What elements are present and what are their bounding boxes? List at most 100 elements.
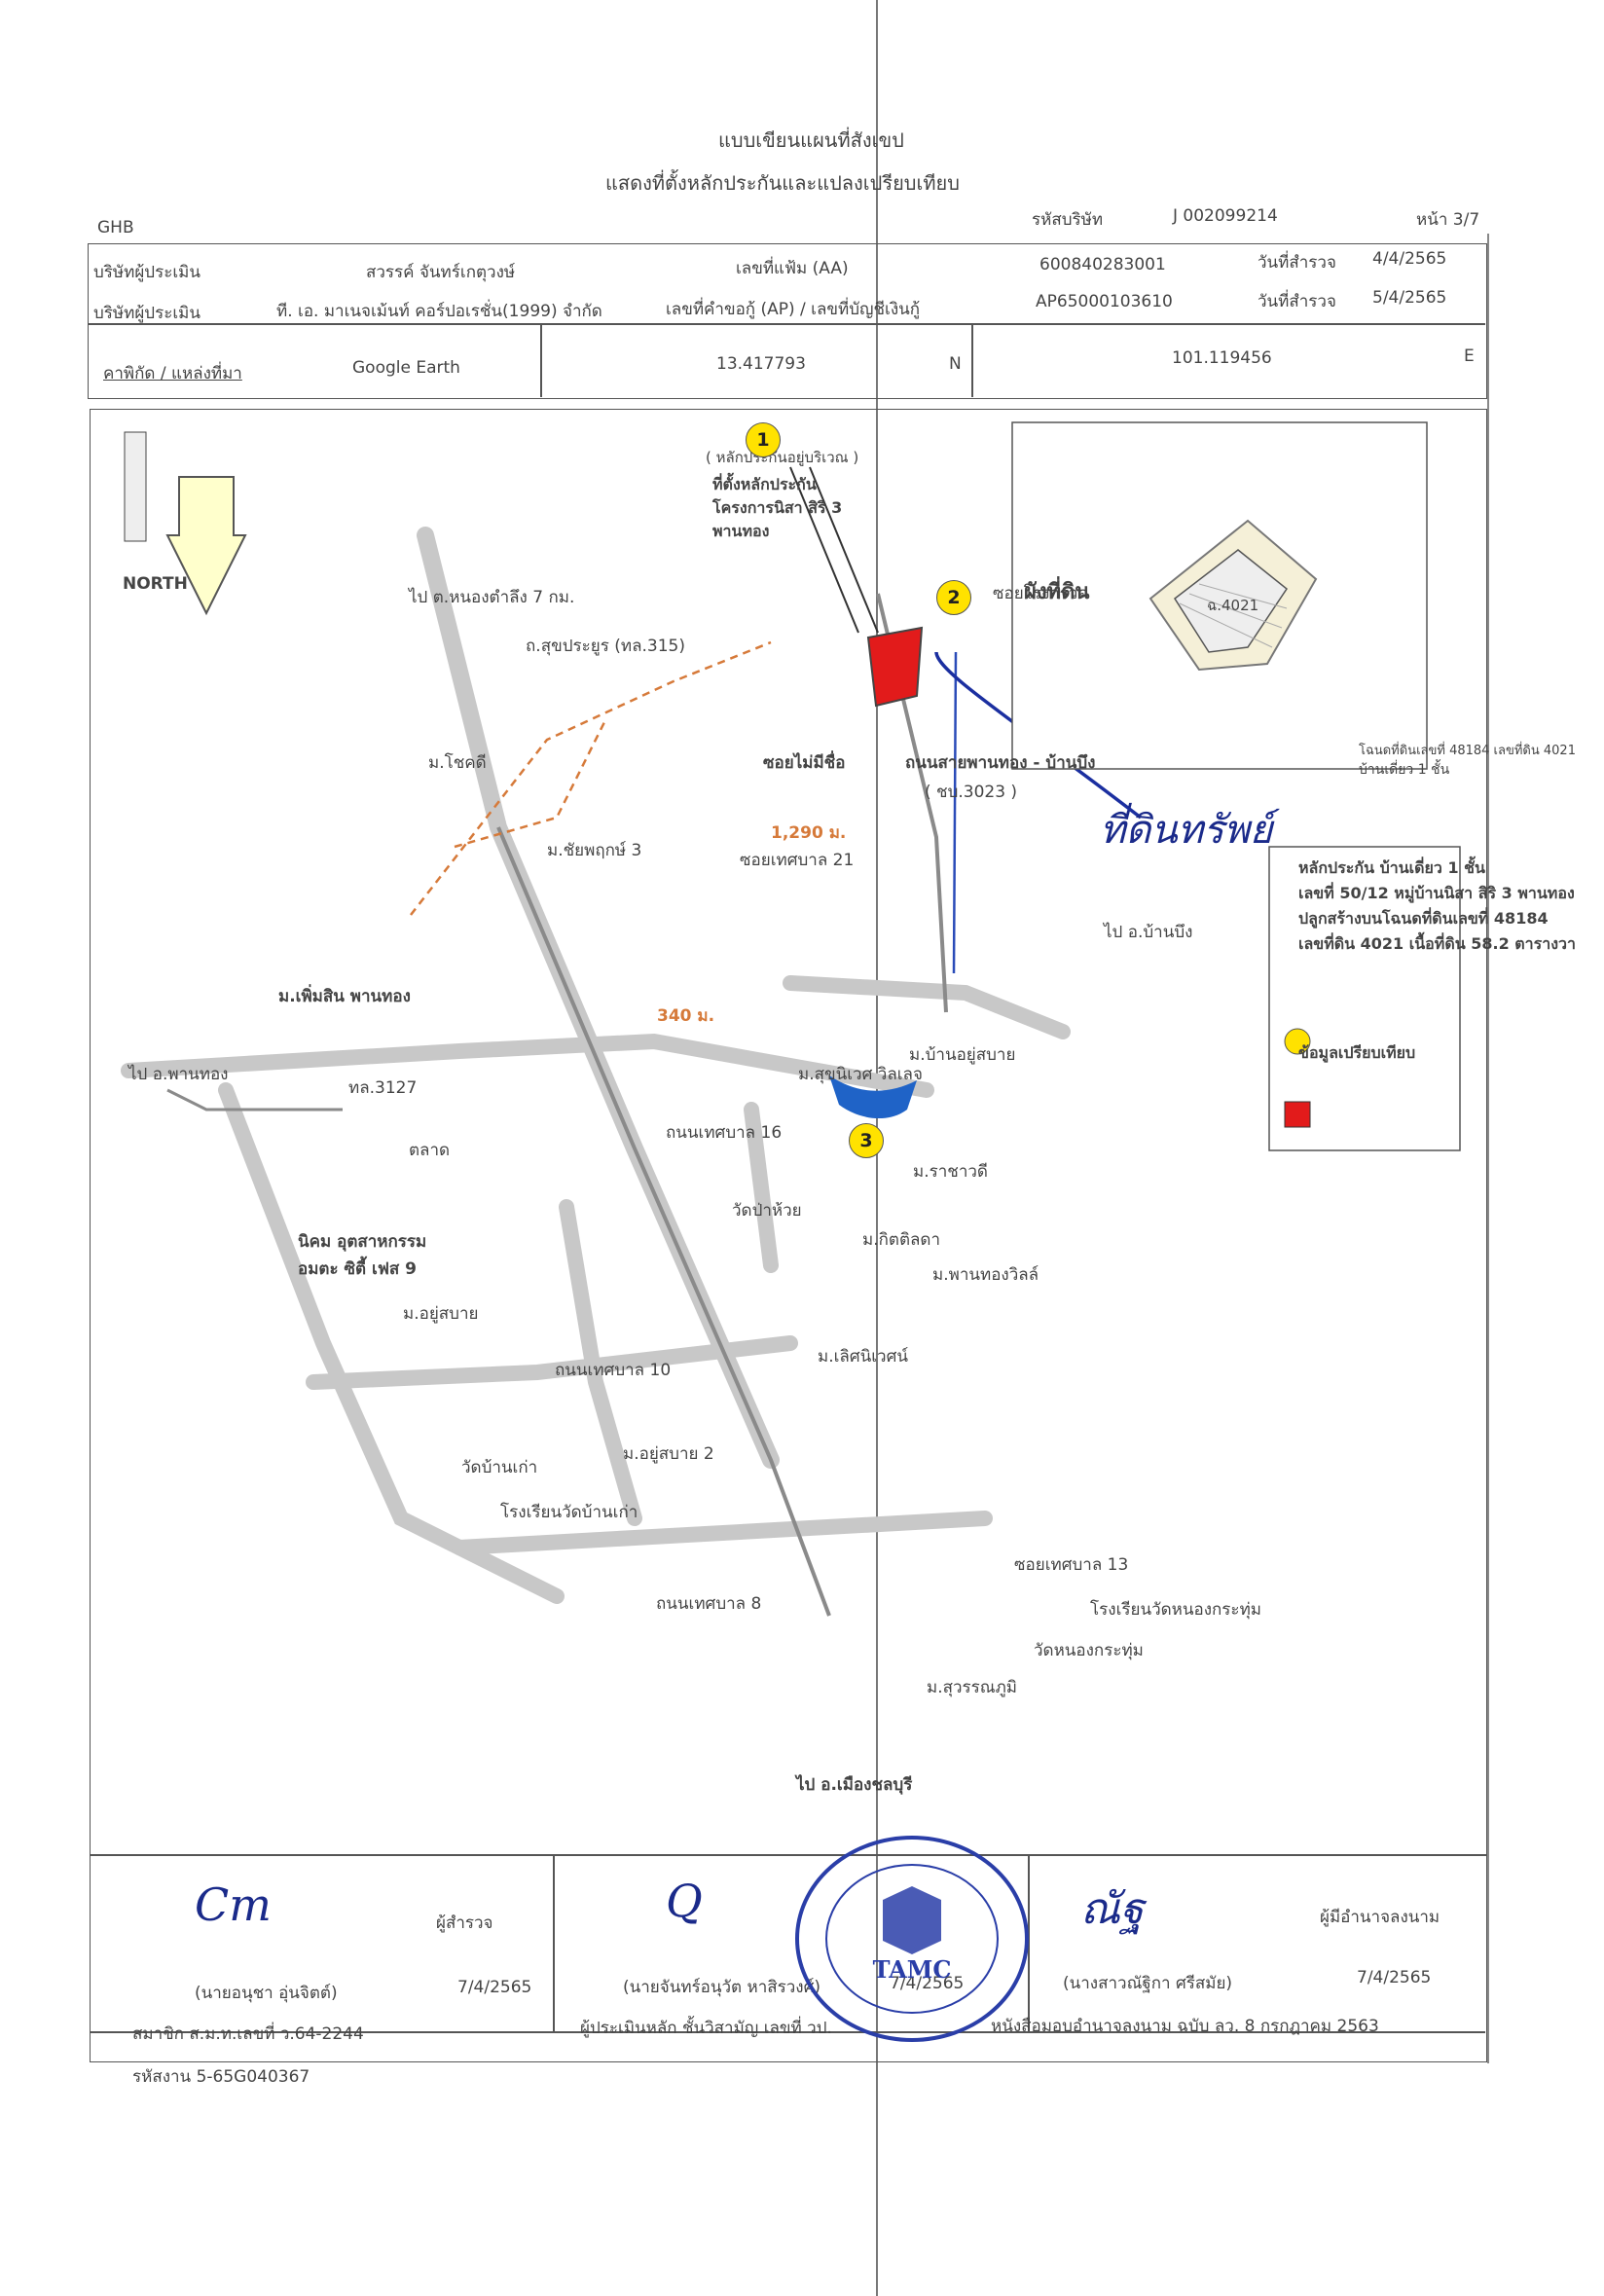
callout-line: [809, 466, 879, 634]
place-label: วัดบ้านเก่า: [461, 1458, 538, 1477]
road-label: ถนนเทศบาล 8: [656, 1594, 762, 1614]
place-label: ม.กิตติลดา: [862, 1230, 940, 1250]
surveyor-name: (นายอนุชา อุ่นจิตต์): [195, 1984, 338, 2003]
place-label: ม.เพิ่มสิน พานทอง: [278, 987, 411, 1006]
info-table: [88, 243, 1487, 399]
inset-note: โฉนดที่ดินเลขที่ 48184 เลขที่ดิน 4021: [1359, 744, 1576, 758]
survey-date: 5/4/2565: [1372, 288, 1447, 308]
legend-line: หลักประกัน บ้านเดี่ยว 1 ชั้น: [1298, 858, 1485, 877]
application-number-label: เลขที่คำขอกู้ (AP) / เลขที่บัญชีเงินกู้: [666, 300, 921, 319]
svg-text:TAMC: TAMC: [873, 1955, 952, 1984]
place-label: ม.ราชาวดี: [913, 1162, 988, 1182]
authorized-role: ผู้มีอำนาจลงนาม: [1320, 1908, 1440, 1927]
place-label: วัดป่าห้วย: [732, 1201, 802, 1221]
signature-authorized: ณัฐ: [1080, 1884, 1145, 1934]
place-label: ตลาด: [409, 1141, 451, 1160]
direction-label: ไป อ.พานทอง: [128, 1065, 229, 1084]
legend-box: [1268, 846, 1461, 1151]
marker-2: 2: [936, 580, 971, 615]
place-label: ม.อยู่สบาย 2: [623, 1444, 714, 1464]
project-label: พานทอง: [712, 522, 770, 540]
road-label: ไป ต.หนองตำลึง 7 กม.: [409, 588, 575, 607]
place-label: อมตะ ซิตี้ เฟส 9: [298, 1259, 417, 1279]
info-label: บริษัทผู้ประเมิน: [93, 263, 200, 282]
coord-label: คาพิกัด / แหล่งที่มา: [103, 364, 242, 383]
route-1290m: [410, 640, 772, 916]
edge-line: [1487, 234, 1489, 2063]
signature-surveyor: Cm: [195, 1878, 272, 1931]
authorized-date: 7/4/2565: [1357, 1968, 1432, 1987]
info-divider: [540, 323, 542, 397]
inset-title: ผังที่ดิน: [1024, 580, 1090, 604]
road-label: ทล.3127: [348, 1078, 418, 1098]
signature-handwritten: ที่ดินทรัพย์: [1100, 808, 1273, 853]
info-divider: [88, 323, 1485, 325]
company-code: J 002099214: [1173, 206, 1278, 226]
authorized-name: (นางสาวณัฐิกา ศรีสมัย): [1063, 1974, 1233, 1993]
road-3127: [166, 1088, 343, 1112]
coord-source: Google Earth: [352, 358, 460, 378]
main-road-315: [496, 826, 831, 1617]
legend-line: ข้อมูลเปรียบเทียบ: [1298, 1043, 1416, 1062]
collateral-box-label: ที่ตั้งหลักประกัน: [712, 475, 817, 493]
legend-line: เลขที่ดิน 4021 เนื้อที่ดิน 58.2 ตารางวา: [1298, 934, 1576, 953]
route-340m: [454, 719, 607, 849]
direction-label: ไป อ.เมืองชลบุรี: [796, 1775, 913, 1795]
table-divider: [553, 1854, 555, 2031]
collateral-note: ( หลักประกันอยู่บริเวณ ): [706, 449, 859, 466]
road-label: ซอยโรงกรวด: [993, 584, 1089, 603]
legend-line: ปลูกสร้างบนโฉนดที่ดินเลขที่ 48184: [1298, 909, 1549, 928]
appraiser-date: 7/4/2565: [890, 1974, 965, 1993]
place-label: ม.อยู่สบาย: [403, 1304, 479, 1324]
place-label: ม.โชคดี: [428, 753, 487, 773]
report-code: รหัสงาน 5-65G040367: [132, 2067, 310, 2087]
surveyor-date: 7/4/2565: [457, 1978, 532, 1997]
water-pond: [829, 1075, 917, 1119]
page-number: หน้า 3/7: [1416, 210, 1480, 230]
road-label: ซอยไม่มีชื่อ: [763, 753, 846, 773]
distance-label: 340 ม.: [657, 1006, 715, 1026]
map-frame: [90, 409, 1487, 1856]
survey-date-label: วันที่สำรวจ: [1258, 253, 1336, 273]
info-company: ที. เอ. มาเนจเม้นท์ คอร์ปอเรชั่น(1999) จ…: [276, 302, 602, 321]
road-arrow: [952, 651, 958, 974]
parcel-number: ฉ.4021: [1207, 597, 1259, 614]
info-label: บริษัทผู้ประเมิน: [93, 304, 200, 323]
info-name: สวรรค์ จันทร์เกตุวงษ์: [366, 263, 516, 282]
place-label: ม.สุขนิเวศ วิลเลจ: [798, 1065, 923, 1084]
distance-label: 1,290 ม.: [771, 823, 847, 843]
place-label: ม.บ้านอยู่สบาย: [909, 1045, 1016, 1065]
longitude-dir: E: [1464, 346, 1475, 366]
place-label: วัดหนองกระทุ่ม: [1034, 1641, 1144, 1660]
marker-1: 1: [746, 422, 781, 457]
table-divider: [90, 2031, 1485, 2033]
north-arrow: [124, 431, 247, 616]
road-label: ถนนเทศบาล 16: [666, 1123, 783, 1143]
place-label: ม.สุวรรณภูมิ: [927, 1678, 1017, 1697]
north-label: NORTH: [123, 574, 188, 594]
legend-line: เลขที่ 50/12 หมู่บ้านนิสา สิริ 3 พานทอง: [1298, 884, 1575, 902]
file-number: 600840283001: [1039, 255, 1166, 274]
road-label: ถนนสายพานทอง - บ้านบึง: [905, 753, 1096, 773]
collateral-marker: [866, 626, 924, 708]
signature-table: [90, 1854, 1487, 2062]
appraiser-note: ผู้ประเมินหลัก ชั้นวิสามัญ เลขที่ วป.: [580, 2019, 832, 2038]
signature-pointer: [934, 651, 1143, 820]
company-code-label: รหัสบริษัท: [1032, 210, 1104, 230]
survey-date-label: วันที่สำรวจ: [1258, 292, 1336, 311]
latitude-dir: N: [949, 354, 962, 374]
surveyor-role: ผู้สำรวจ: [436, 1913, 493, 1933]
file-number-label: เลขที่แฟ้ม (AA): [736, 259, 849, 278]
info-divider: [971, 323, 973, 397]
authorized-note: หนังสือมอบอำนาจลงนาม ฉบับ ลว. 8 กรกฎาคม …: [991, 2017, 1379, 2036]
inset-note: บ้านเดี่ยว 1 ชั้น: [1359, 762, 1450, 778]
latitude: 13.417793: [716, 354, 806, 374]
map-canvas: [121, 421, 1461, 1617]
longitude: 101.119456: [1172, 348, 1272, 368]
road-label: ซอยเทศบาล 21: [740, 851, 855, 870]
signature-appraiser: Q: [666, 1875, 703, 1927]
callout-line: [789, 466, 859, 634]
marker-3: 3: [849, 1123, 884, 1158]
place-label: โรงเรียนวัดหนองกระทุ่ม: [1090, 1600, 1261, 1620]
page-title: แบบเขียนแผนที่สังเขป: [718, 128, 904, 152]
